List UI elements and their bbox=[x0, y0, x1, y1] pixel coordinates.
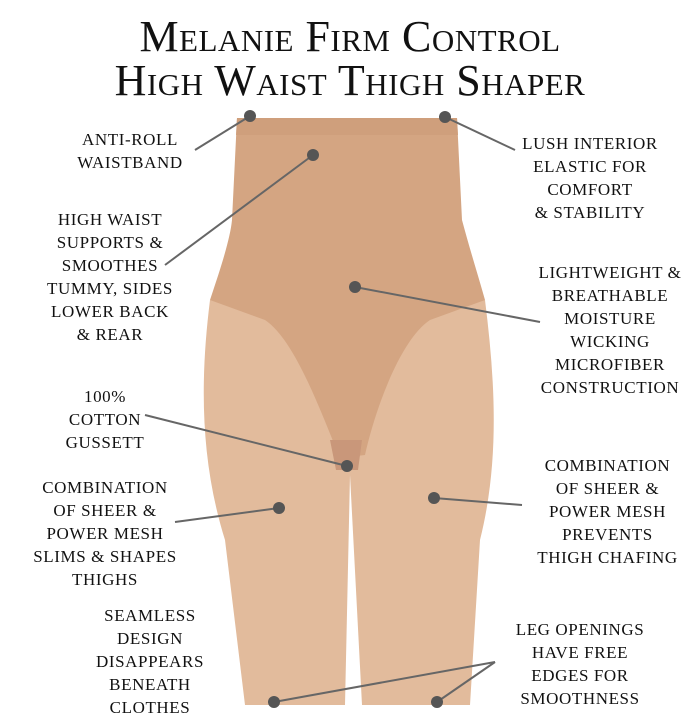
title-line-2: High Waist Thigh Shaper bbox=[114, 56, 586, 105]
callout-lightweight: Lightweight & breathable moisture wickin… bbox=[538, 263, 682, 397]
callout-sheer-chafing: Combination of sheer & power mesh preven… bbox=[537, 456, 678, 567]
callout-anti-roll-waistband: Anti-roll waistband bbox=[77, 130, 183, 172]
title-line-1: Melanie Firm Control bbox=[139, 12, 561, 61]
thigh-shaper-garment bbox=[203, 118, 494, 705]
callout-seamless: Seamless design disappears beneath cloth… bbox=[95, 606, 205, 717]
callout-leg-openings: Leg openings have free edges for smoothn… bbox=[515, 620, 645, 708]
callout-cotton-gussett: 100% cotton gussett bbox=[65, 387, 145, 452]
callout-high-waist: High waist supports & smoothes tummy, si… bbox=[47, 210, 173, 344]
callout-lines bbox=[144, 115, 541, 703]
callout-lush-interior: Lush interior elastic for comfort & stab… bbox=[522, 134, 658, 222]
callout-dots bbox=[244, 110, 451, 708]
callout-sheer-slims: Combination of sheer & power mesh slims … bbox=[33, 478, 177, 589]
